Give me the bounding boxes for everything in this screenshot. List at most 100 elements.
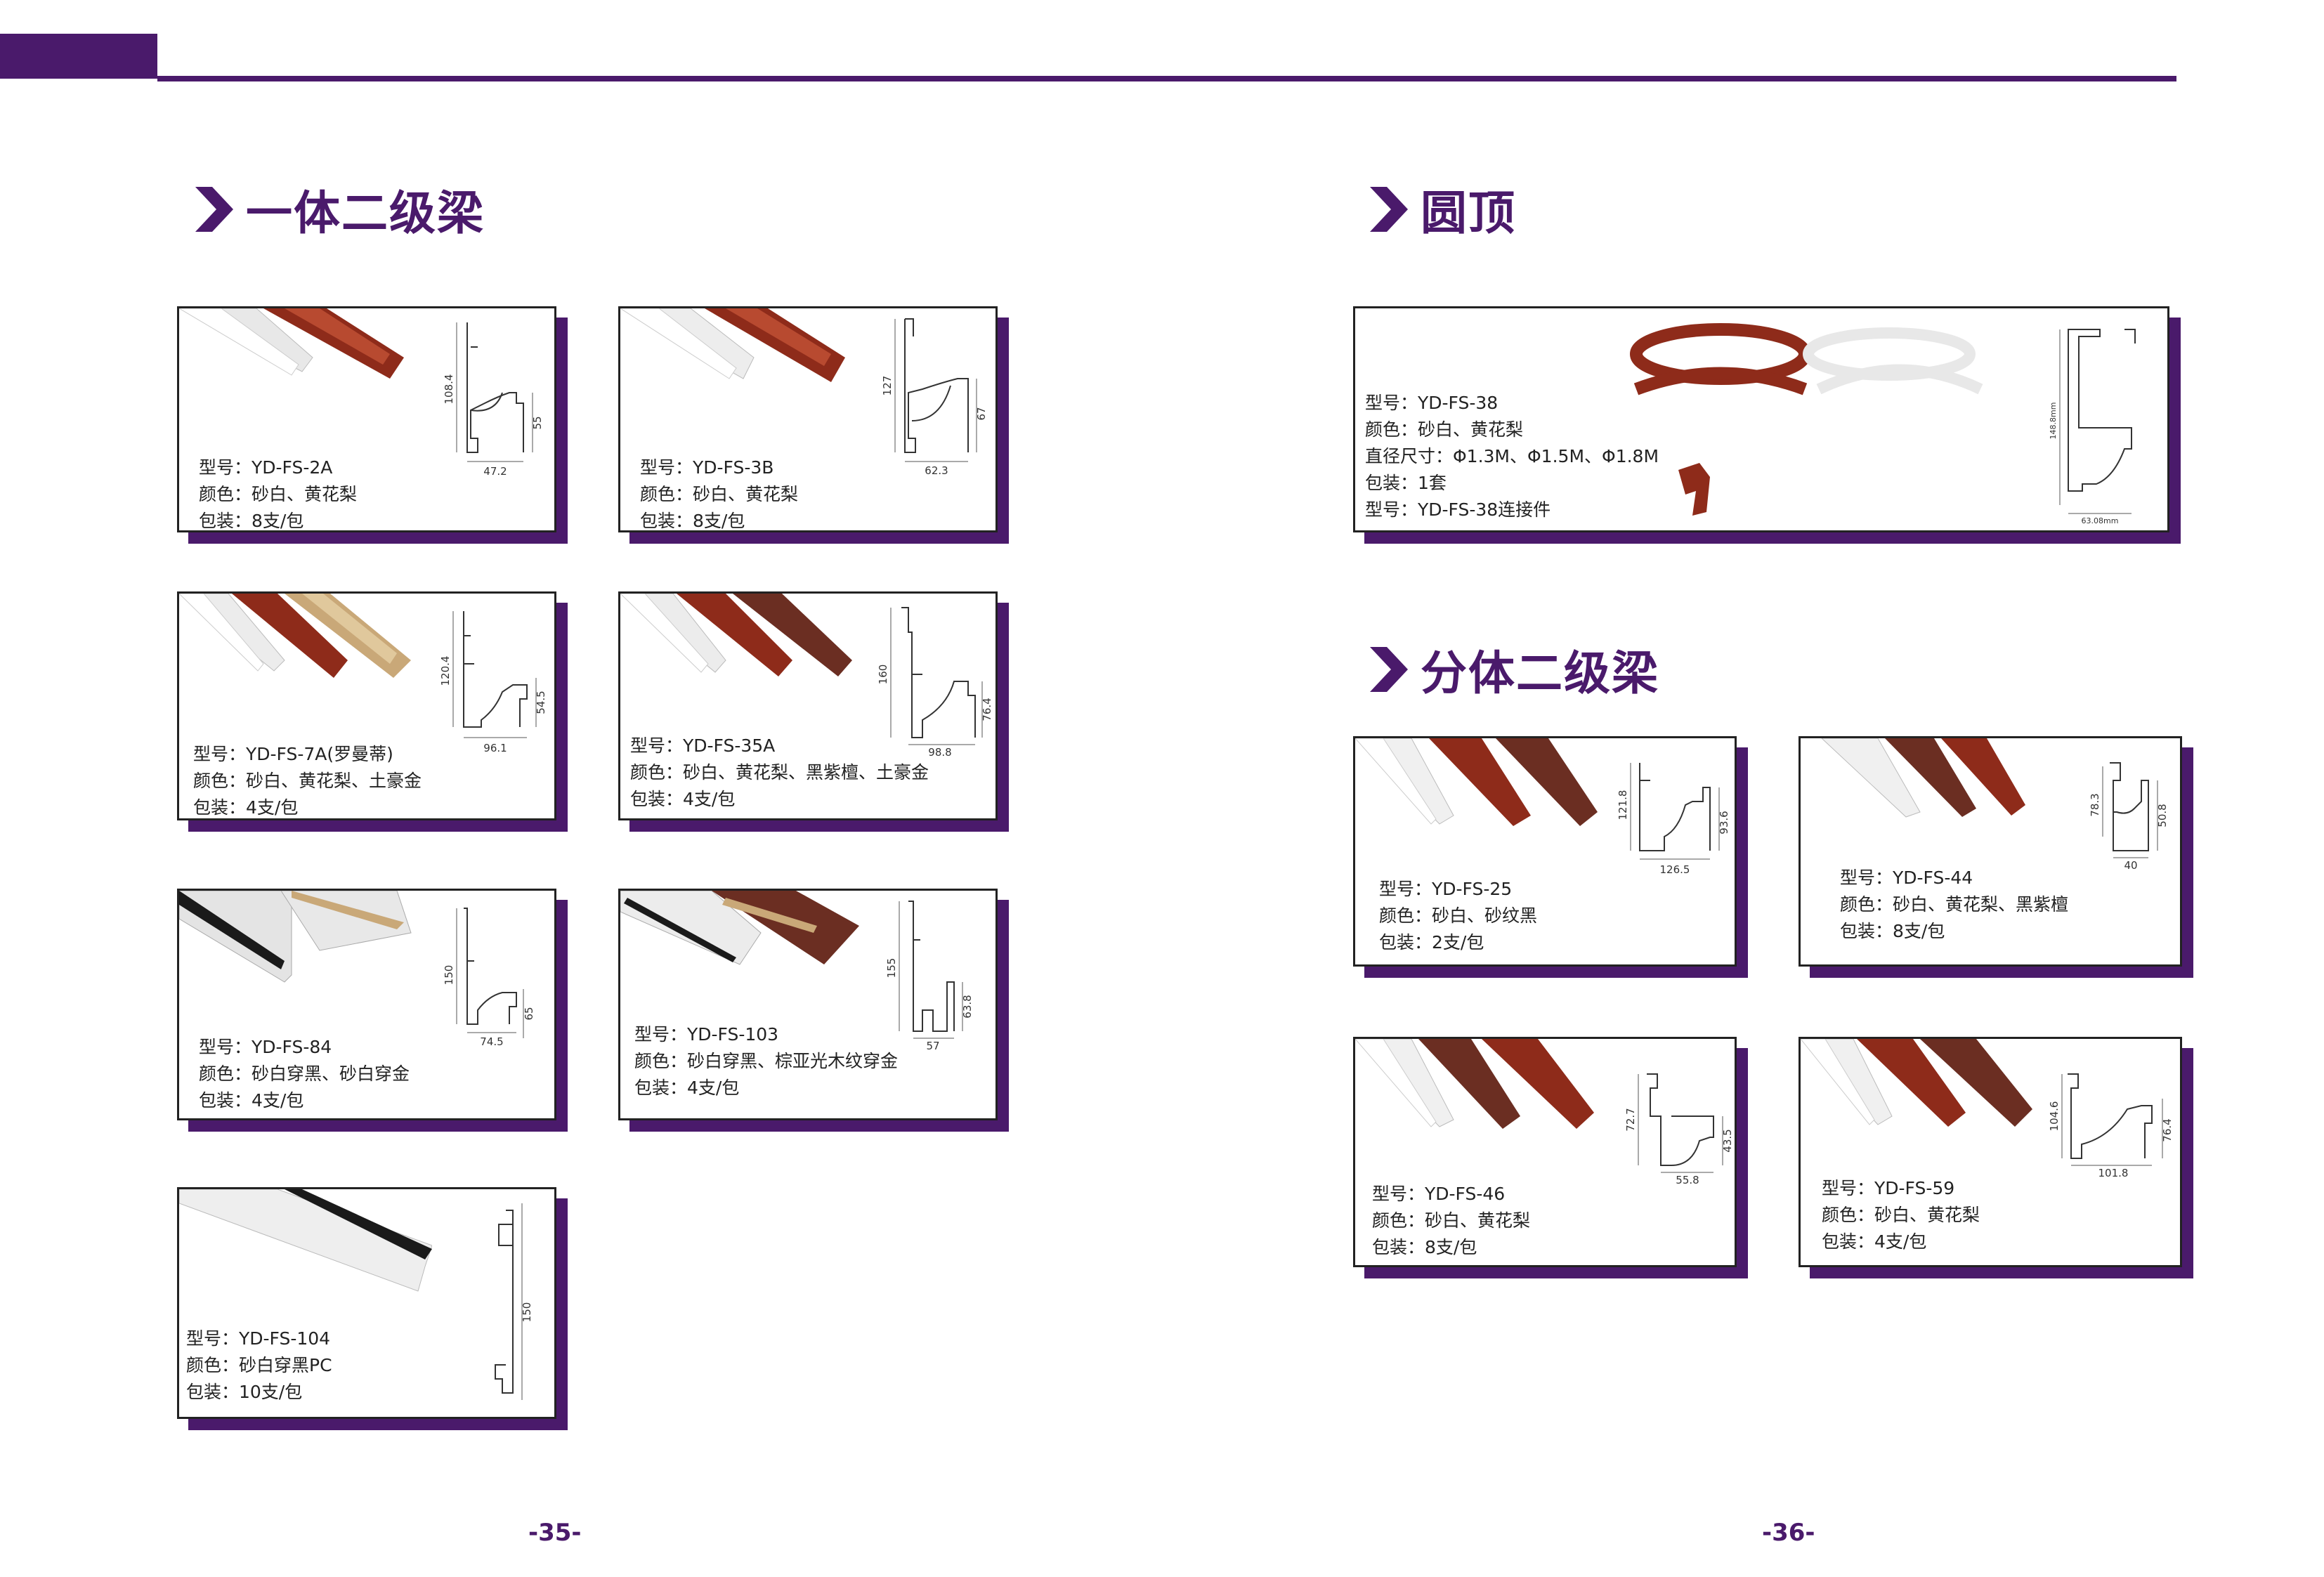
color-text: 颜色：砂白、黄花梨 [1365, 419, 1524, 440]
section-title-dome: 圆顶 [1370, 176, 1516, 243]
color-text: 颜色：砂白、黄花梨 [640, 484, 799, 504]
product-card-fs-46: 72.7 43.5 55.8 型号：YD-FS-46 颜色：砂白、黄花梨 包装：… [1353, 1037, 1748, 1278]
product-photo [1355, 738, 1598, 826]
product-card-fs-104: 150 型号：YD-FS-104 颜色：砂白穿黑PC 包装：10支/包 [177, 1187, 568, 1430]
profile-drawing: 108.4 55 47.2 [443, 322, 544, 477]
color-text: 颜色：砂白穿黑、砂白穿金 [199, 1064, 410, 1084]
diameter-text: 直径尺寸：Φ1.3M、Φ1.5M、Φ1.8M [1365, 446, 1659, 466]
dimension-label: 98.8 [928, 746, 951, 759]
product-photo [620, 308, 845, 382]
model-text: 型号：YD-FS-3B [640, 457, 774, 478]
product-info: 型号：YD-FS-35A 颜色：砂白、黄花梨、黑紫檀、土豪金 包装：4支/包 [630, 733, 929, 813]
color-text: 颜色：砂白、黄花梨 [199, 484, 358, 504]
dimension-label: 120.4 [439, 656, 452, 686]
packaging-text: 包装：4支/包 [199, 1090, 304, 1111]
dimension-label: 127 [881, 376, 894, 396]
product-photo [620, 891, 859, 965]
color-text: 颜色：砂白、黄花梨、黑紫檀、土豪金 [630, 762, 929, 783]
model-text: 型号：YD-FS-84 [199, 1037, 332, 1057]
color-text: 颜色：砂白、黄花梨、土豪金 [193, 771, 422, 791]
connector-photo [1678, 463, 1710, 516]
profile-drawing: 120.4 54.5 96.1 [439, 611, 547, 754]
model-text: 型号：YD-FS-103 [634, 1024, 779, 1045]
packaging-text: 包装：8支/包 [1840, 921, 1945, 941]
dimension-label: 104.6 [2048, 1101, 2061, 1132]
product-card-fs-38: 148.8mm 63.08mm 型号：YD-FS-38 颜色：砂白、黄花梨 直径… [1353, 306, 2181, 544]
packaging-text: 包装：8支/包 [1372, 1237, 1477, 1257]
dimension-label: 55.8 [1676, 1174, 1699, 1186]
dimension-label: 50.8 [2156, 804, 2169, 827]
color-text: 颜色：砂白穿黑PC [186, 1355, 332, 1375]
product-photo [179, 1189, 432, 1292]
packaging-text: 包装：4支/包 [634, 1078, 740, 1098]
chevron-right-icon [1370, 647, 1408, 692]
product-info: 型号：YD-FS-46 颜色：砂白、黄花梨 包装：8支/包 [1372, 1181, 1530, 1261]
color-text: 颜色：砂白、砂纹黑 [1379, 905, 1538, 926]
product-info: 型号：YD-FS-3B 颜色：砂白、黄花梨 包装：8支/包 [640, 454, 799, 530]
connector-model-text: 型号：YD-FS-38连接件 [1365, 499, 1551, 520]
profile-drawing: 148.8mm 63.08mm [2049, 329, 2136, 525]
model-text: 型号：YD-FS-7A(罗曼蒂) [193, 744, 393, 764]
product-photo [1630, 323, 1983, 395]
dimension-label: 74.5 [480, 1035, 503, 1048]
header-rule [157, 76, 2176, 81]
packaging-text: 包装：2支/包 [1379, 932, 1484, 953]
color-text: 颜色：砂白、黄花梨 [1822, 1205, 1980, 1225]
profile-drawing: 104.6 76.4 101.8 [2048, 1073, 2174, 1179]
dimension-label: 160 [877, 665, 889, 685]
dimension-label: 47.2 [483, 465, 507, 477]
model-text: 型号：YD-FS-35A [630, 735, 776, 756]
product-card-fs-7a: 120.4 54.5 96.1 型号：YD-FS-7A(罗曼蒂) 颜色：砂白、黄… [177, 591, 568, 832]
profile-drawing: 72.7 43.5 55.8 [1624, 1073, 1734, 1186]
product-photo [1801, 1039, 2032, 1127]
product-card-fs-35a: 160 76.4 98.8 型号：YD-FS-35A 颜色：砂白、黄花梨、黑紫檀… [618, 591, 1009, 832]
product-card-fs-59: 104.6 76.4 101.8 型号：YD-FS-59 颜色：砂白、黄花梨 包… [1799, 1037, 2193, 1278]
product-info: 型号：YD-FS-84 颜色：砂白穿黑、砂白穿金 包装：4支/包 [199, 1034, 410, 1114]
dimension-label: 54.5 [535, 691, 547, 714]
dimension-label: 57 [926, 1040, 939, 1052]
dimension-label: 101.8 [2098, 1167, 2129, 1179]
product-photo [1355, 1039, 1594, 1129]
dimension-label: 55 [531, 416, 544, 429]
color-text: 颜色：砂白、黄花梨 [1372, 1210, 1531, 1231]
product-card-fs-84: 150 65 74.5 型号：YD-FS-84 颜色：砂白穿黑、砂白穿金 包装：… [177, 889, 568, 1132]
profile-drawing: 150 [495, 1203, 533, 1400]
dimension-label: 155 [885, 958, 898, 979]
product-info: 型号：YD-FS-7A(罗曼蒂) 颜色：砂白、黄花梨、土豪金 包装：4支/包 [193, 741, 422, 818]
product-info: 型号：YD-FS-59 颜色：砂白、黄花梨 包装：4支/包 [1822, 1175, 1980, 1255]
model-text: 型号：YD-FS-46 [1372, 1184, 1506, 1204]
section-title-text: 分体二级梁 [1421, 646, 1659, 700]
dimension-label: 63.08mm [2082, 516, 2119, 525]
packaging-text: 包装：10支/包 [186, 1382, 303, 1402]
packaging-text: 包装：4支/包 [1822, 1231, 1927, 1252]
product-info: 型号：YD-FS-2A 颜色：砂白、黄花梨 包装：8支/包 [199, 454, 358, 531]
section-title-text: 一体二级梁 [246, 186, 485, 240]
page-number-right: -36- [1762, 1519, 1815, 1547]
model-text: 型号：YD-FS-44 [1840, 868, 1973, 888]
dimension-label: 67 [975, 407, 988, 420]
dimension-label: 72.7 [1624, 1108, 1637, 1131]
model-text: 型号：YD-FS-104 [186, 1328, 331, 1349]
section-title-split-beam: 分体二级梁 [1370, 636, 1659, 703]
product-photo [179, 891, 412, 983]
product-info: 型号：YD-FS-44 颜色：砂白、黄花梨、黑紫檀 包装：8支/包 [1840, 865, 2068, 945]
product-photo [179, 594, 411, 678]
dimension-label: 76.4 [981, 698, 993, 721]
dimension-label: 62.3 [925, 464, 948, 477]
profile-drawing: 121.8 93.6 126.5 [1617, 763, 1730, 876]
dimension-label: 126.5 [1660, 863, 1690, 876]
section-title-text: 圆顶 [1421, 186, 1516, 240]
dimension-label: 96.1 [483, 742, 507, 754]
dimension-label: 65 [523, 1007, 535, 1020]
dimension-label: 148.8mm [2049, 403, 2058, 440]
packaging-text: 包装：8支/包 [199, 511, 304, 531]
product-photo [1821, 738, 2025, 818]
color-text: 颜色：砂白穿黑、棕亚光木纹穿金 [634, 1051, 899, 1071]
page-number-left: -35- [528, 1519, 582, 1547]
dimension-label: 63.8 [961, 995, 974, 1018]
model-text: 型号：YD-FS-2A [199, 457, 333, 478]
product-card-fs-2a: 108.4 55 47.2 型号：YD-FS-2A 颜色：砂白、黄花梨 包装：8… [177, 306, 568, 544]
section-title-integrated-beam: 一体二级梁 [195, 176, 485, 243]
color-text: 颜色：砂白、黄花梨、黑紫檀 [1840, 894, 2069, 915]
header-color-block [0, 34, 157, 79]
